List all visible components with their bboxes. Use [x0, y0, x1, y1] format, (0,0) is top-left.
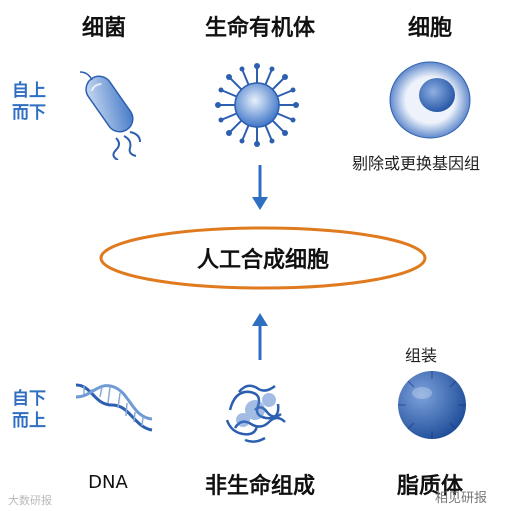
- assemble-note: 组装: [405, 346, 438, 365]
- bacterium-icon: [70, 60, 160, 160]
- watermark-left: 大数研报: [8, 494, 52, 507]
- virus-icon: [212, 60, 302, 150]
- label-non-living: 非生命组成: [204, 474, 315, 499]
- label-dna: DNA: [88, 472, 128, 493]
- center-label: 人工合成细胞: [196, 248, 329, 273]
- label-liposome: 脂质体: [396, 474, 463, 499]
- cell-icon: [385, 55, 475, 145]
- heading-bacteria: 细菌: [81, 16, 126, 41]
- top-down-label: 自上 而下: [12, 80, 46, 124]
- up-arrow-icon: [250, 312, 270, 360]
- dna-icon: [72, 375, 157, 440]
- bottom-up-label-line2: 而上: [12, 411, 46, 431]
- top-down-label-line1: 自上: [12, 81, 46, 101]
- watermark-right: 相见研报: [435, 491, 488, 506]
- liposome-icon: [392, 365, 472, 445]
- heading-organism: 生命有机体: [204, 16, 315, 41]
- bottom-up-label-line1: 自下: [12, 389, 46, 409]
- cell-note: 剔除或更换基因组: [352, 154, 481, 173]
- top-down-label-line2: 而下: [12, 103, 46, 123]
- heading-cell: 细胞: [407, 16, 452, 41]
- center-ellipse: [98, 225, 428, 291]
- down-arrow-icon: [250, 165, 270, 211]
- protein-icon: [215, 370, 295, 450]
- bottom-up-label: 自下 而上: [12, 388, 46, 432]
